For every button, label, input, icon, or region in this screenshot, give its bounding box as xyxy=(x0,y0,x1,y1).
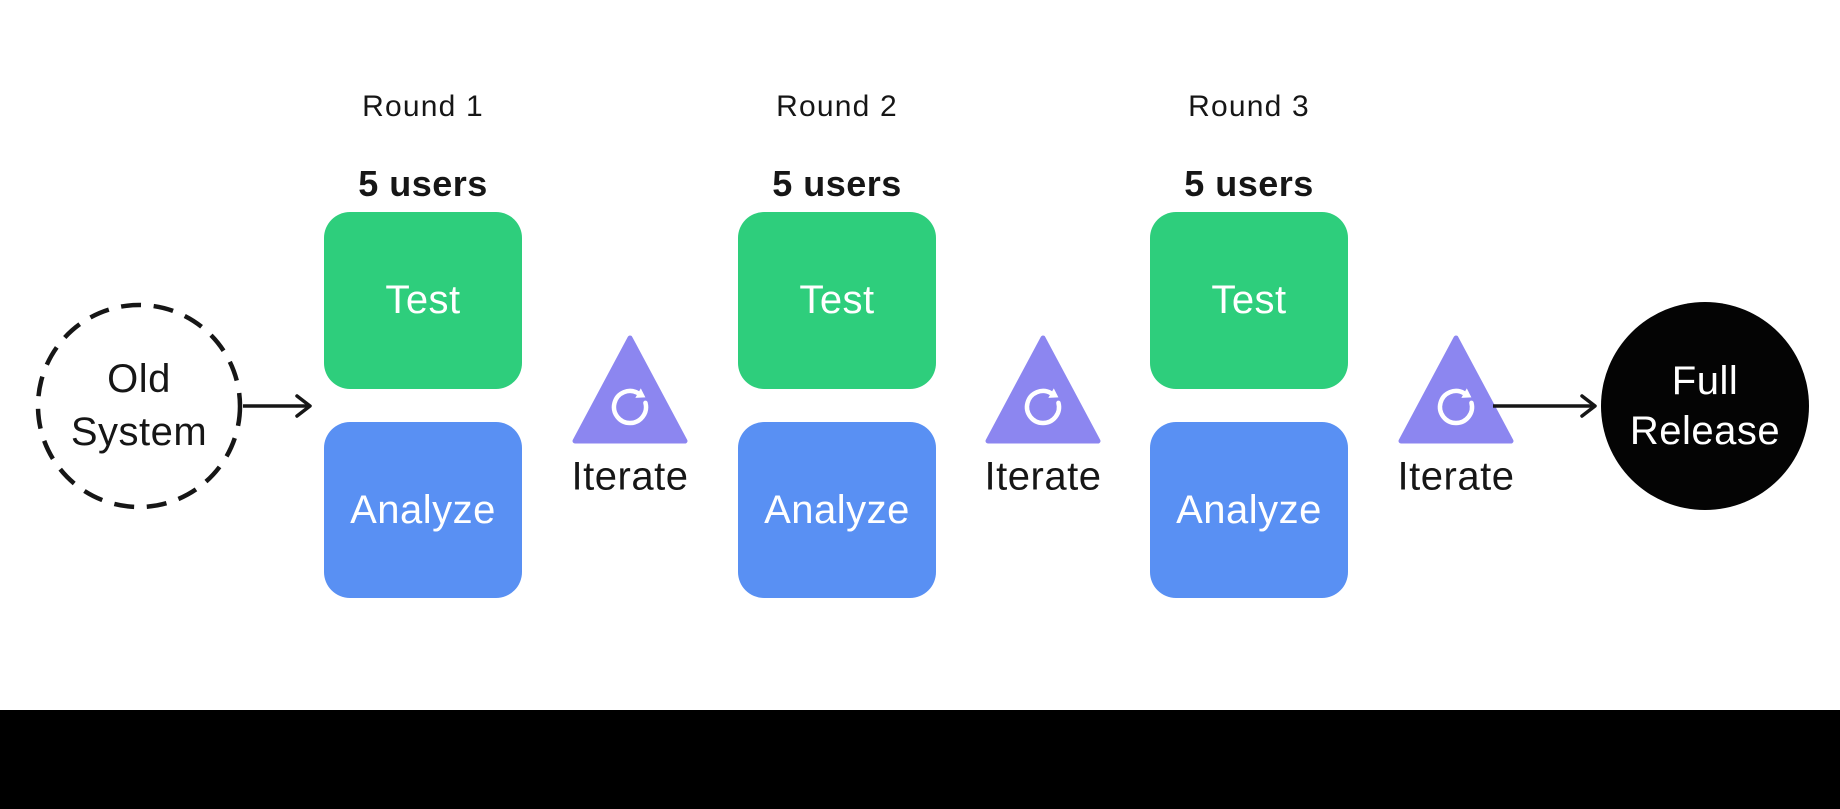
iterate-label-2: Iterate xyxy=(984,454,1102,499)
round1-users-count: 5 users xyxy=(358,163,488,204)
round3-users-count: 5 users xyxy=(1184,163,1314,204)
full-release-label-line1: Full xyxy=(1671,359,1739,403)
old-system-label-line1: Old xyxy=(107,357,171,401)
arrow-round3-to-release xyxy=(1493,394,1597,418)
round3-test-label: Test xyxy=(1211,278,1287,322)
round2-test-box: Test xyxy=(738,212,936,389)
round3-analyze-label: Analyze xyxy=(1176,487,1322,532)
round3-test-box: Test xyxy=(1150,212,1348,389)
round1-analyze-box: Analyze xyxy=(324,422,522,598)
iterate-label-3: Iterate xyxy=(1397,454,1515,499)
old-system-node: Old System xyxy=(31,298,247,514)
iterate-triangle-2 xyxy=(985,335,1101,444)
round1-test-box: Test xyxy=(324,212,522,389)
refresh-clockwise-icon xyxy=(1437,388,1475,426)
round2-title: Round 2 xyxy=(776,90,898,123)
round2-users-count: 5 users xyxy=(772,163,902,204)
round2-test-label: Test xyxy=(799,278,875,322)
old-system-dashed-circle xyxy=(35,302,243,510)
arrow-start-to-round1 xyxy=(243,394,312,418)
round3-analyze-box: Analyze xyxy=(1150,422,1348,598)
round3-title: Round 3 xyxy=(1188,90,1310,123)
round2-analyze-label: Analyze xyxy=(764,487,910,532)
refresh-clockwise-icon xyxy=(611,388,649,426)
iterate-label-1: Iterate xyxy=(571,454,689,499)
full-release-label-line2: Release xyxy=(1629,409,1781,453)
round1-analyze-label: Analyze xyxy=(350,487,496,532)
round2-analyze-box: Analyze xyxy=(738,422,936,598)
full-release-node: Full Release xyxy=(1601,302,1809,510)
iterate-triangle-3 xyxy=(1398,335,1514,444)
bottom-letterbox-bar xyxy=(0,710,1840,809)
round1-title: Round 1 xyxy=(362,90,484,123)
old-system-label-line2: System xyxy=(70,410,208,454)
round1-test-label: Test xyxy=(385,278,461,322)
refresh-clockwise-icon xyxy=(1024,388,1062,426)
iterate-triangle-1 xyxy=(572,335,688,444)
